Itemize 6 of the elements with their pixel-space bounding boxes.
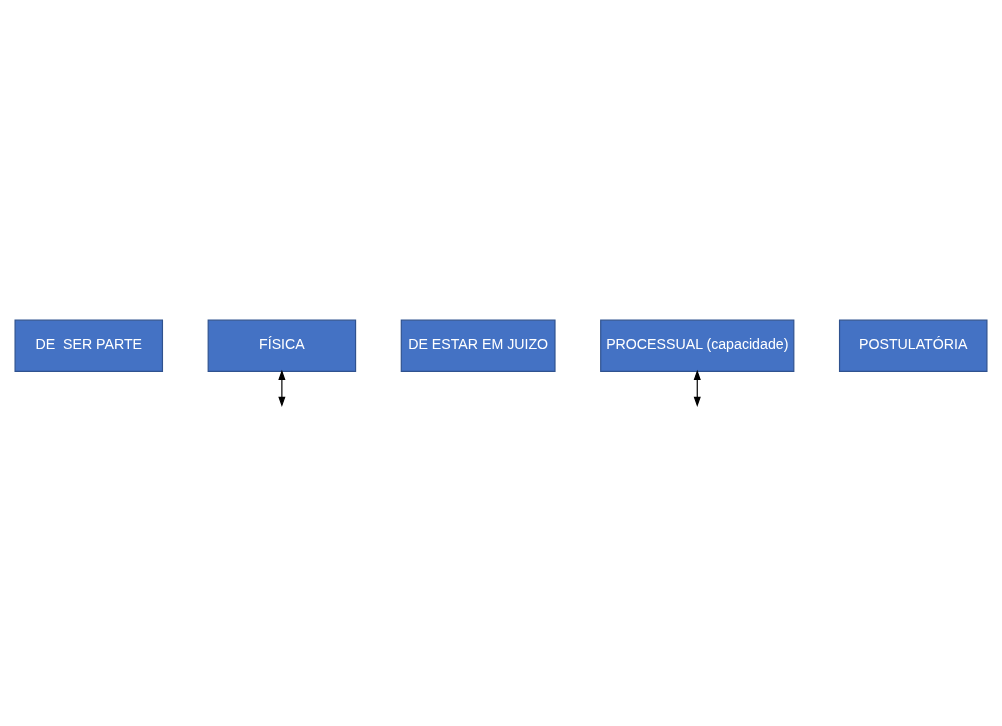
node-box: DE ESTAR EM JUIZO (400, 319, 556, 372)
node-box: POSTULATÓRIA (838, 319, 988, 372)
node-box: DE SER PARTE (14, 319, 164, 372)
arrow (278, 369, 286, 407)
node-box: PROCESSUAL (capacidade) (600, 319, 795, 372)
node-box: FÍSICA (207, 319, 357, 372)
